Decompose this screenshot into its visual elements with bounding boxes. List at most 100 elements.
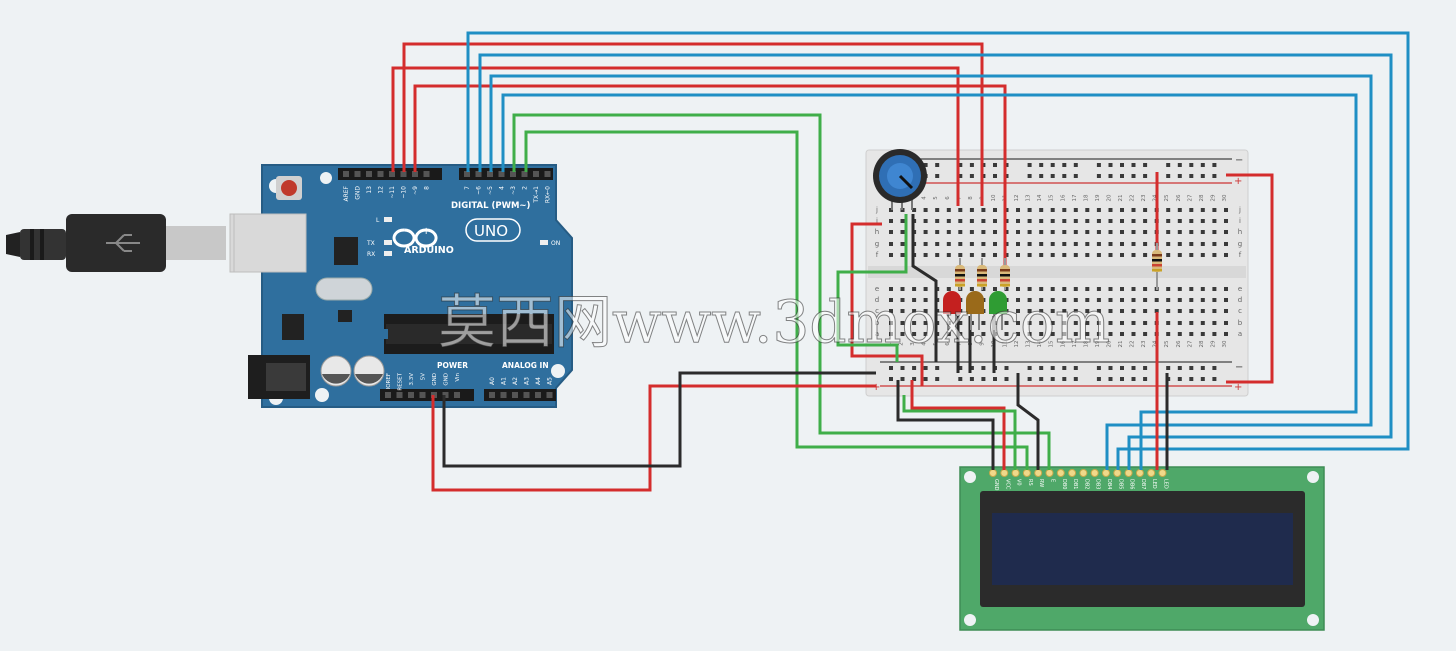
lcd-pin[interactable]: [1022, 469, 1031, 477]
resistor[interactable]: [955, 258, 965, 290]
lcd-pin[interactable]: [1034, 469, 1043, 477]
analog-pin[interactable]: [546, 392, 553, 398]
rail-hole[interactable]: [1189, 163, 1194, 167]
terminal-hole[interactable]: [1108, 253, 1113, 257]
terminal-hole[interactable]: [1224, 230, 1228, 234]
rail-hole[interactable]: [969, 366, 974, 370]
wire-blue[interactable]: [466, 31, 1410, 470]
terminal-hole[interactable]: [900, 298, 905, 302]
rail-hole[interactable]: [912, 366, 917, 370]
rail-hole[interactable]: [1039, 366, 1044, 370]
terminal-hole[interactable]: [1166, 298, 1171, 302]
terminal-hole[interactable]: [1096, 332, 1101, 336]
terminal-hole[interactable]: [1131, 253, 1136, 257]
terminal-hole[interactable]: [1189, 321, 1194, 325]
analog-pin[interactable]: [512, 392, 518, 398]
lcd-pin[interactable]: [989, 469, 997, 477]
terminal-hole[interactable]: [1224, 309, 1228, 313]
terminal-hole[interactable]: [958, 230, 963, 234]
terminal-hole[interactable]: [1212, 332, 1217, 336]
rail-hole[interactable]: [1212, 174, 1217, 178]
terminal-hole[interactable]: [1085, 253, 1090, 257]
terminal-hole[interactable]: [993, 208, 997, 212]
terminal-hole[interactable]: [1039, 309, 1044, 313]
rail-hole[interactable]: [1166, 366, 1171, 370]
terminal-hole[interactable]: [923, 219, 928, 223]
wires[interactable]: [391, 31, 1410, 492]
rail-hole[interactable]: [1177, 366, 1182, 370]
terminal-hole[interactable]: [1177, 332, 1182, 336]
terminal-hole[interactable]: [1143, 287, 1148, 291]
terminal-hole[interactable]: [981, 332, 986, 336]
terminal-hole[interactable]: [1120, 287, 1124, 291]
rail-hole[interactable]: [935, 377, 940, 381]
terminal-hole[interactable]: [1224, 298, 1228, 302]
wire-black[interactable]: [442, 371, 876, 468]
terminal-hole[interactable]: [1200, 309, 1205, 313]
rail-hole[interactable]: [889, 377, 893, 381]
terminal-hole[interactable]: [1212, 230, 1217, 234]
lcd-pin[interactable]: [1056, 469, 1065, 477]
terminal-hole[interactable]: [923, 287, 928, 291]
terminal-hole[interactable]: [1212, 253, 1217, 257]
lcd-pin[interactable]: [1079, 469, 1088, 477]
terminal-hole[interactable]: [1200, 332, 1205, 336]
terminal-hole[interactable]: [923, 309, 928, 313]
terminal-hole[interactable]: [1004, 332, 1009, 336]
terminal-hole[interactable]: [1131, 287, 1136, 291]
terminal-hole[interactable]: [1039, 230, 1044, 234]
rail-hole[interactable]: [1096, 163, 1101, 167]
lcd-pin[interactable]: [1124, 469, 1133, 477]
wire-red[interactable]: [413, 84, 1007, 266]
terminal-hole[interactable]: [1108, 332, 1113, 336]
rail-hole[interactable]: [1166, 174, 1171, 178]
terminal-hole[interactable]: [1096, 321, 1101, 325]
terminal-hole[interactable]: [1224, 208, 1228, 212]
rail-hole[interactable]: [969, 377, 974, 381]
rail-hole[interactable]: [1200, 366, 1205, 370]
analog-pin[interactable]: [500, 392, 507, 398]
terminal-hole[interactable]: [969, 208, 974, 212]
rail-hole[interactable]: [993, 377, 997, 381]
terminal-hole[interactable]: [1212, 219, 1217, 223]
terminal-hole[interactable]: [1096, 287, 1101, 291]
rail-hole[interactable]: [1096, 366, 1101, 370]
terminal-hole[interactable]: [981, 230, 986, 234]
rail-hole[interactable]: [1177, 377, 1182, 381]
rail-hole[interactable]: [1062, 377, 1067, 381]
rail-hole[interactable]: [1120, 163, 1124, 167]
terminal-hole[interactable]: [1039, 208, 1044, 212]
terminal-hole[interactable]: [1131, 219, 1136, 223]
terminal-hole[interactable]: [1096, 309, 1101, 313]
wire-red[interactable]: [850, 222, 924, 386]
terminal-hole[interactable]: [1096, 242, 1101, 246]
terminal-hole[interactable]: [1016, 208, 1020, 212]
lcd-pin[interactable]: [1000, 469, 1009, 477]
terminal-hole[interactable]: [912, 321, 917, 325]
terminal-hole[interactable]: [1131, 230, 1136, 234]
terminal-hole[interactable]: [900, 321, 905, 325]
terminal-hole[interactable]: [1143, 332, 1148, 336]
rail-hole[interactable]: [958, 163, 963, 167]
terminal-hole[interactable]: [1166, 321, 1171, 325]
rail-hole[interactable]: [1200, 377, 1205, 381]
terminal-hole[interactable]: [1143, 253, 1148, 257]
terminal-hole[interactable]: [958, 253, 963, 257]
terminal-hole[interactable]: [889, 332, 893, 336]
terminal-hole[interactable]: [1039, 219, 1044, 223]
rail-hole[interactable]: [1120, 377, 1124, 381]
resistor[interactable]: [977, 258, 987, 290]
rail-hole[interactable]: [1143, 174, 1148, 178]
rail-hole[interactable]: [981, 377, 986, 381]
terminal-hole[interactable]: [1131, 309, 1136, 313]
terminal-hole[interactable]: [1016, 298, 1020, 302]
terminal-hole[interactable]: [1050, 287, 1055, 291]
terminal-hole[interactable]: [912, 309, 917, 313]
rail-hole[interactable]: [1143, 377, 1148, 381]
rail-hole[interactable]: [935, 174, 940, 178]
terminal-hole[interactable]: [1200, 298, 1205, 302]
digital-pin[interactable]: [423, 171, 430, 177]
rail-hole[interactable]: [1004, 366, 1009, 370]
digital-pin[interactable]: [366, 171, 372, 177]
